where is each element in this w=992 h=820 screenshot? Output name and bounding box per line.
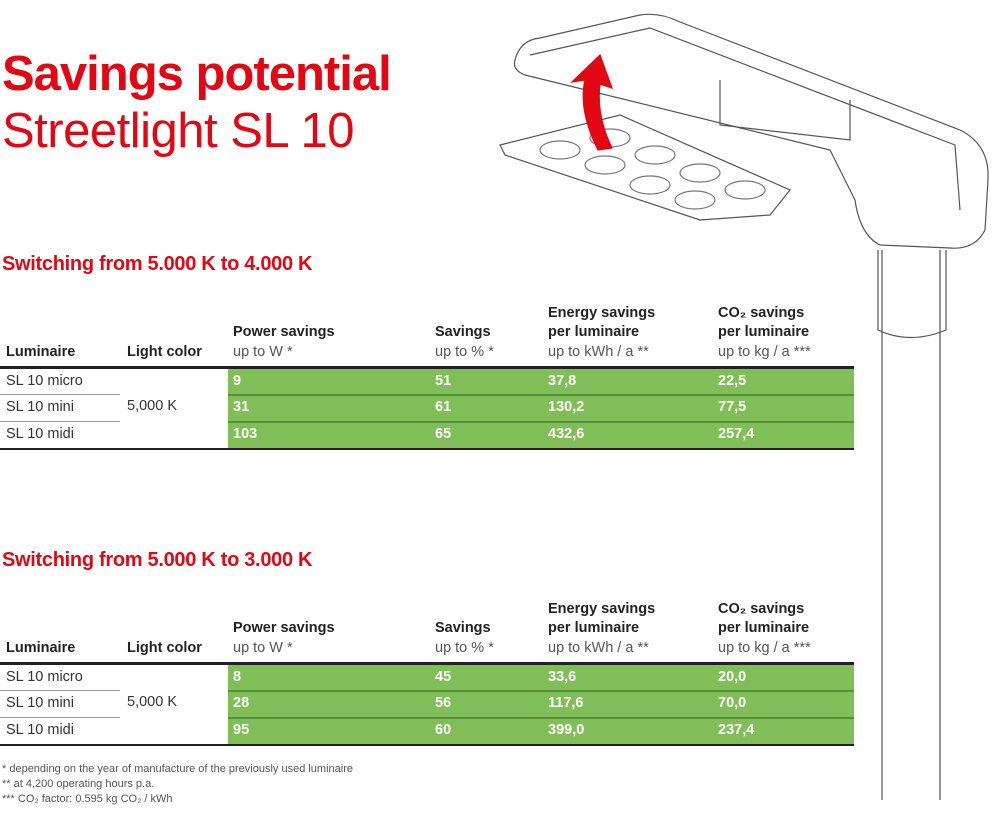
- row-divider: [0, 394, 120, 396]
- cell-energy: 432,6: [548, 425, 585, 442]
- streetlight-illustration: [499, 13, 989, 800]
- row-divider: [0, 716, 120, 718]
- cell-co2: 237,4: [718, 721, 755, 738]
- table-body: SL 10 micro 9 51 37,8 22,5 SL 10 mini 31 61 130,…: [0, 369, 854, 450]
- cell-luminaire: SL 10 midi: [6, 721, 74, 738]
- table-header: Luminaire Light color Power savings up to…: [0, 600, 854, 665]
- table-row: SL 10 micro 8 45 33,6 20,0: [0, 665, 854, 691]
- cell-energy: 37,8: [548, 373, 577, 389]
- col-energy: Energy savings per luminaire: [548, 600, 656, 637]
- col-co2: CO₂ savings per luminaire: [718, 600, 810, 637]
- table-row: SL 10 midi 103 65 432,6 257,4: [0, 422, 854, 448]
- row-divider: [228, 420, 854, 423]
- cell-energy: 130,2: [548, 399, 585, 416]
- cell-power: 28: [233, 695, 250, 712]
- footnote-3: *** CO₂ factor: 0.595 kg CO₂ / kWh: [2, 793, 173, 805]
- footnote-2: ** at 4,200 operating hours p.a.: [2, 778, 155, 790]
- arrow-up-icon: [570, 53, 613, 151]
- cell-power: 9: [233, 373, 242, 389]
- cell-co2: 257,4: [718, 425, 755, 442]
- col-power-unit: up to W *: [233, 343, 293, 360]
- cell-savings: 60: [435, 721, 452, 738]
- savings-table-1: Luminaire Light color Power savings up to…: [0, 304, 854, 450]
- savings-highlight: [228, 665, 854, 744]
- col-energy-unit: up to kWh / a **: [548, 639, 649, 656]
- cell-energy: 399,0: [548, 721, 585, 738]
- cell-savings: 51: [435, 373, 452, 389]
- cell-luminaire: SL 10 micro: [6, 373, 83, 389]
- cell-co2: 20,0: [718, 669, 747, 685]
- col-power-unit: up to W *: [233, 639, 293, 656]
- cell-co2: 70,0: [718, 695, 747, 712]
- row-divider: [228, 394, 854, 397]
- col-luminaire: Luminaire: [6, 343, 76, 360]
- cell-savings: 61: [435, 399, 452, 416]
- col-co2-unit: up to kg / a ***: [718, 639, 811, 656]
- table-body: SL 10 micro 8 45 33,6 20,0 SL 10 mini 28 56 117,…: [0, 665, 854, 746]
- col-power: Power savings: [233, 324, 335, 340]
- table-row: SL 10 micro 9 51 37,8 22,5: [0, 369, 854, 395]
- section-heading-1: Switching from 5.000 K to 4.000 K: [2, 253, 313, 275]
- row-divider: [0, 420, 120, 422]
- col-energy: Energy savings per luminaire: [548, 304, 656, 341]
- col-co2: CO₂ savings per luminaire: [718, 304, 810, 341]
- cell-luminaire: SL 10 midi: [6, 425, 74, 442]
- light-color-value: 5,000 K: [127, 398, 177, 414]
- row-divider: [228, 690, 854, 693]
- cell-power: 8: [233, 669, 242, 685]
- col-savings: Savings: [435, 324, 491, 340]
- table-row: SL 10 midi 95 60 399,0 237,4: [0, 718, 854, 744]
- row-divider: [228, 716, 854, 719]
- cell-power: 31: [233, 399, 250, 416]
- col-power: Power savings: [233, 620, 335, 636]
- col-energy-unit: up to kWh / a **: [548, 343, 649, 360]
- table-row: SL 10 mini 31 61 130,2 77,5: [0, 395, 854, 421]
- col-co2-unit: up to kg / a ***: [718, 343, 811, 360]
- table-row: SL 10 mini 28 56 117,6 70,0: [0, 691, 854, 717]
- col-savings: Savings: [435, 620, 491, 636]
- savings-table-2: Luminaire Light color Power savings up to…: [0, 600, 854, 746]
- savings-highlight: [228, 369, 854, 448]
- page-title: Savings potential: [2, 47, 392, 101]
- col-savings-unit: up to % *: [435, 639, 494, 656]
- cell-co2: 77,5: [718, 399, 747, 416]
- cell-savings: 56: [435, 695, 452, 712]
- table-header: Luminaire Light color Power savings up to…: [0, 304, 854, 369]
- footnote-1: * depending on the year of manufacture o…: [2, 763, 353, 775]
- cell-power: 95: [233, 721, 250, 738]
- col-light-color: Light color: [127, 639, 202, 656]
- cell-luminaire: SL 10 micro: [6, 669, 83, 685]
- cell-co2: 22,5: [718, 373, 747, 389]
- col-light-color: Light color: [127, 343, 202, 360]
- cell-luminaire: SL 10 mini: [6, 695, 74, 712]
- section-heading-2: Switching from 5.000 K to 3.000 K: [2, 549, 313, 571]
- light-color-value: 5,000 K: [127, 694, 177, 710]
- row-divider: [0, 690, 120, 692]
- page-subtitle: Streetlight SL 10: [2, 104, 354, 158]
- cell-savings: 65: [435, 425, 452, 442]
- cell-energy: 33,6: [548, 669, 577, 685]
- cell-savings: 45: [435, 669, 452, 685]
- cell-luminaire: SL 10 mini: [6, 399, 74, 416]
- cell-energy: 117,6: [548, 695, 584, 712]
- col-savings-unit: up to % *: [435, 343, 494, 360]
- col-luminaire: Luminaire: [6, 639, 76, 656]
- cell-power: 103: [233, 425, 258, 442]
